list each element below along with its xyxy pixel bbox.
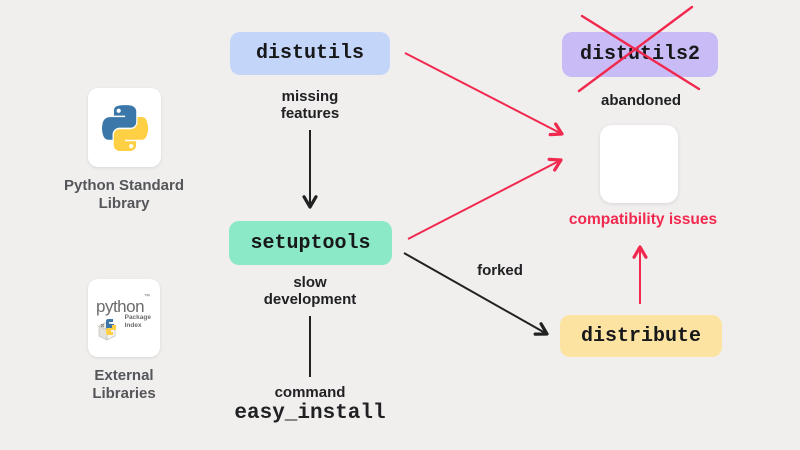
trademark-symbol: ™ <box>144 294 150 300</box>
node-label: distutils <box>255 42 365 65</box>
easy-install-label: command easy_install <box>234 384 385 426</box>
pypi-subtitle-text: Package Index <box>124 314 151 330</box>
pypi-crate-icon <box>98 319 117 341</box>
node-distribute: distribute <box>560 315 722 357</box>
easy-install-code: easy_install <box>234 402 386 426</box>
compatibility-issues-label: compatibility issues <box>568 211 718 228</box>
node-label: distribute <box>580 324 702 348</box>
label-line: Libraries <box>92 384 156 402</box>
node-setuptools: setuptools <box>229 221 392 265</box>
command-caption: command <box>274 384 346 401</box>
label-line: Library <box>98 194 150 212</box>
arrow-distutils-to-conflict <box>404 52 564 137</box>
label-line: Python Standard <box>63 177 185 194</box>
python-standard-library-label: Python Standard Library <box>64 177 184 212</box>
external-libraries-label: External Libraries <box>92 367 155 402</box>
conflict-box <box>600 125 678 203</box>
label-line: External <box>94 367 154 384</box>
python-standard-library-card <box>88 88 161 167</box>
node-distutils2: distutils2 <box>562 32 718 77</box>
pypi-card: python™ Package Index <box>88 279 160 357</box>
missing-features-label: missing features <box>280 88 340 123</box>
node-distutils: distutils <box>230 32 390 75</box>
pypi-logo-icon: python™ Package Index <box>95 290 153 346</box>
abandoned-label: abandoned <box>600 92 682 109</box>
node-label: distutils2 <box>579 43 701 66</box>
node-label: setuptools <box>250 231 371 255</box>
arrow-setuptools-to-conflict <box>407 157 563 240</box>
pypi-brand-text: python™ <box>96 294 150 316</box>
forked-label: forked <box>477 262 523 279</box>
slow-development-label: slow development <box>263 274 357 309</box>
python-logo-icon <box>101 104 148 151</box>
arrow-setuptools-to-distribute <box>403 252 549 336</box>
